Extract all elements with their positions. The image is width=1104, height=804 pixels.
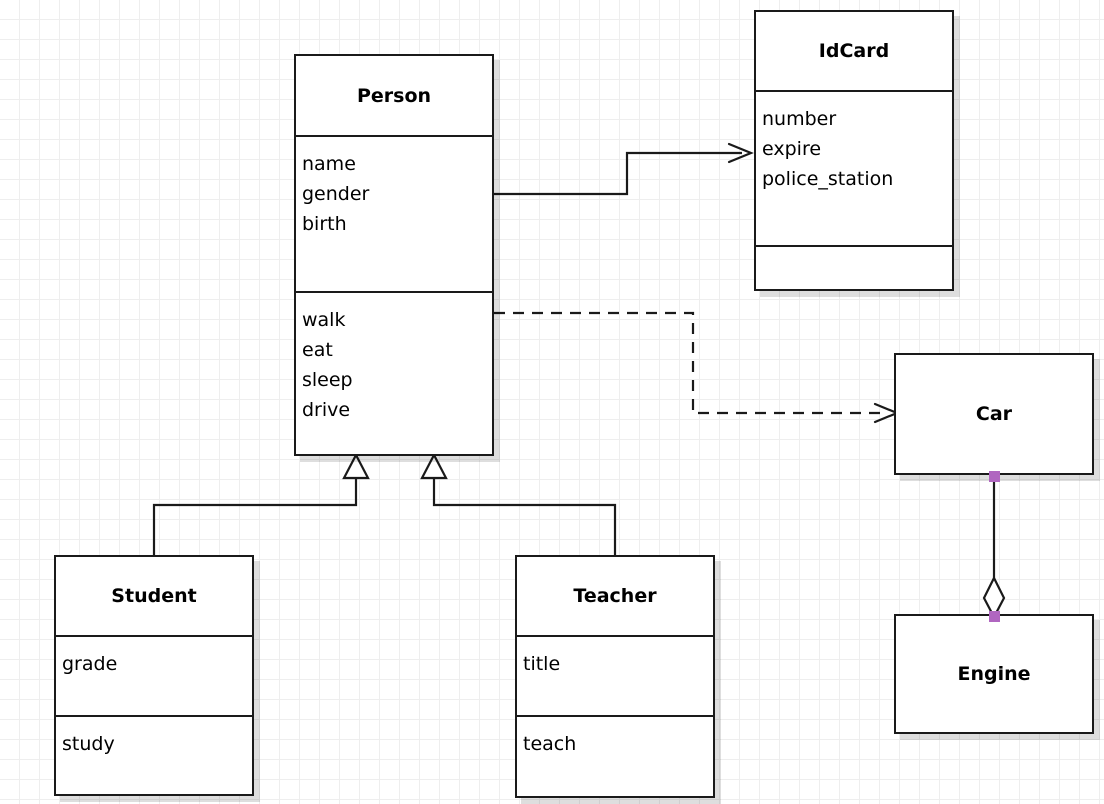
class-methods-student: study (56, 715, 252, 794)
edge-car-engine[interactable] (982, 476, 1006, 620)
class-box-idcard[interactable]: IdCard number expire police_station (754, 10, 954, 291)
edge-person-idcard[interactable] (494, 142, 754, 196)
class-attributes-person: name gender birth (296, 135, 492, 291)
class-methods-teacher: teach (517, 715, 713, 796)
attribute-row: number (762, 108, 837, 130)
class-title-car: Car (975, 403, 1013, 425)
edge-handle-engine[interactable] (988, 610, 1000, 622)
class-box-car[interactable]: Car (894, 353, 1094, 475)
method-row: sleep (302, 369, 353, 391)
method-row: study (62, 733, 115, 755)
attribute-row: police_station (762, 168, 894, 190)
class-box-teacher[interactable]: Teacher title teach (515, 555, 715, 798)
attribute-row: name (302, 153, 356, 175)
class-title-idcard: IdCard (818, 40, 890, 62)
class-box-engine[interactable]: Engine (894, 614, 1094, 734)
attribute-row: gender (302, 183, 370, 205)
method-row: drive (302, 399, 351, 421)
method-row: walk (302, 309, 346, 331)
edge-person-car[interactable] (494, 311, 900, 424)
attribute-row: title (523, 653, 561, 675)
class-methods-person: walk eat sleep drive (296, 291, 492, 454)
attribute-row: expire (762, 138, 822, 160)
class-attributes-idcard: number expire police_station (756, 90, 952, 245)
edge-teacher-person[interactable] (420, 452, 617, 557)
class-attributes-teacher: title (517, 635, 713, 715)
class-title-teacher: Teacher (573, 585, 657, 607)
class-title-student: Student (111, 585, 197, 607)
attribute-row: grade (62, 653, 118, 675)
class-title-engine: Engine (957, 663, 1031, 685)
method-row: eat (302, 339, 333, 361)
class-title-person: Person (356, 84, 432, 107)
class-box-student[interactable]: Student grade study (54, 555, 254, 796)
hollow-triangle-teacher (420, 452, 448, 480)
open-arrow-head-idcard (727, 142, 754, 164)
attribute-row: birth (302, 213, 347, 235)
method-row: teach (523, 733, 577, 755)
class-box-person[interactable]: Person name gender birth walk eat sleep … (294, 54, 494, 456)
class-methods-idcard (756, 245, 952, 289)
edge-handle-car[interactable] (988, 470, 1000, 482)
hollow-triangle-student (342, 452, 370, 480)
class-attributes-student: grade (56, 635, 252, 715)
edge-student-person[interactable] (152, 452, 370, 557)
